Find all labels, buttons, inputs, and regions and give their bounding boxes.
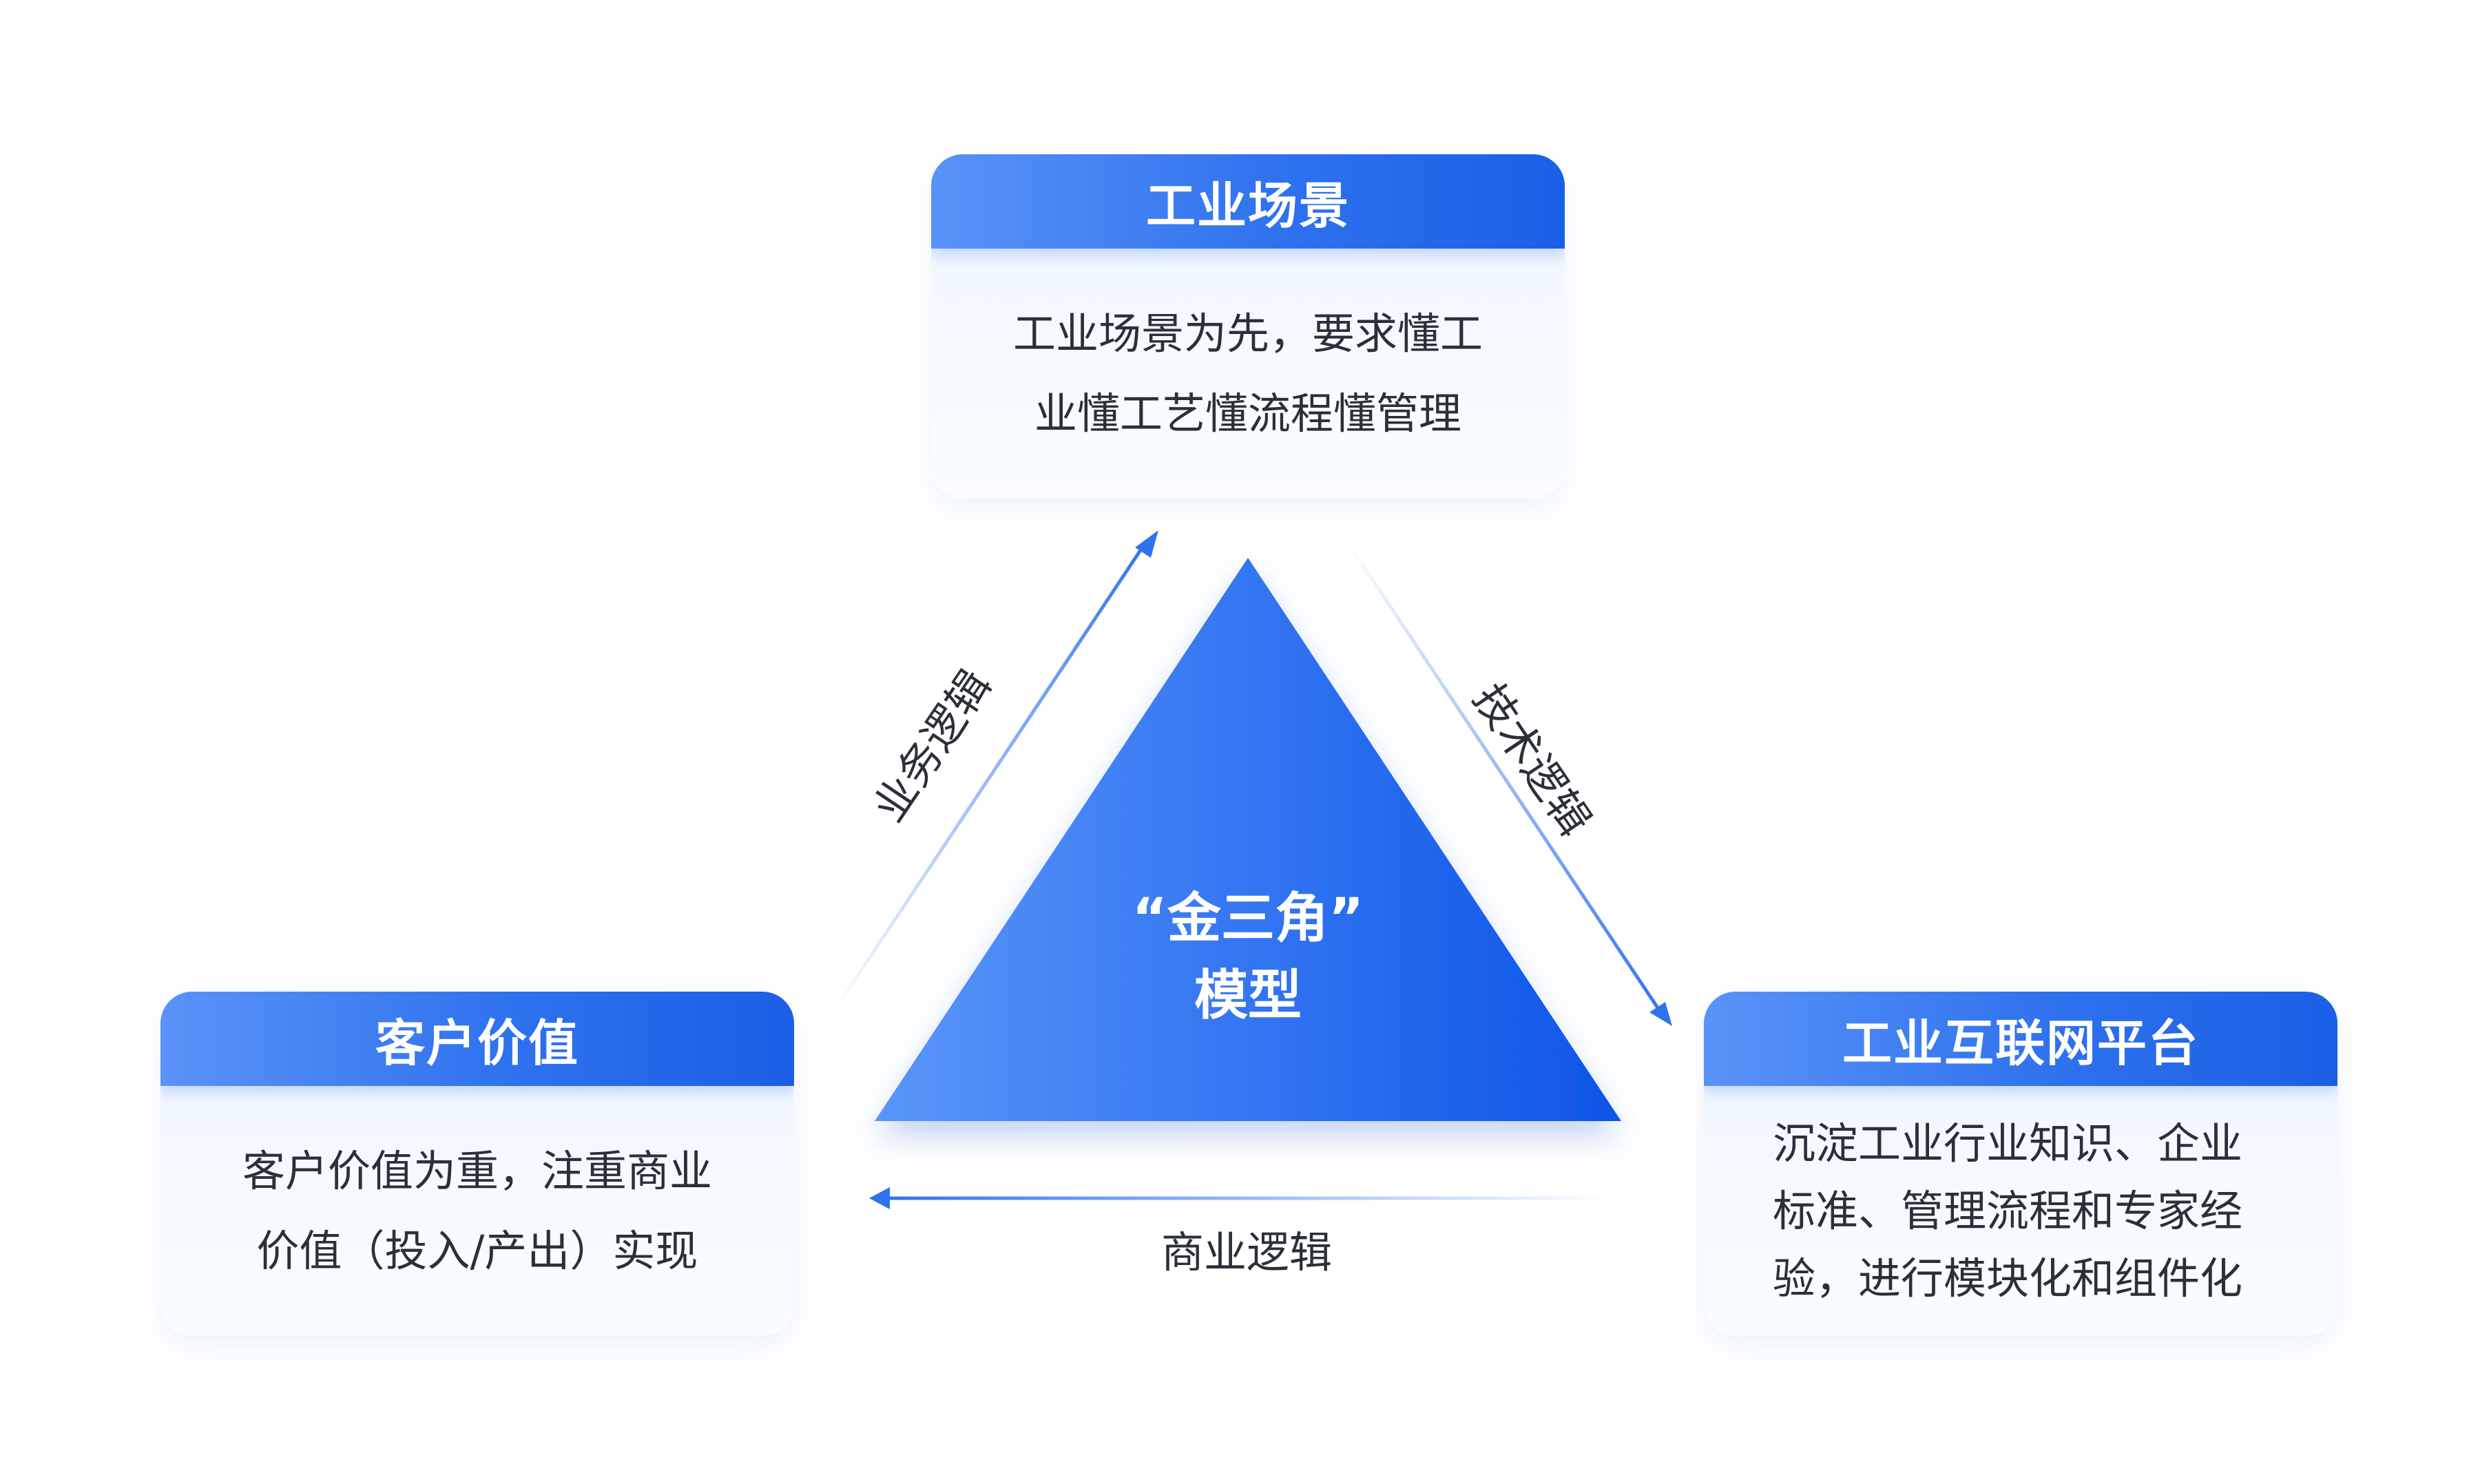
industrial-scene-title: 工业场景 bbox=[931, 154, 1565, 249]
customer-value-box: 客户价值 客户价值为重，注重商业 价值（投入/产出）实现 bbox=[160, 992, 794, 1336]
customer-value-body: 客户价值为重，注重商业 价值（投入/产出）实现 bbox=[160, 1086, 794, 1336]
industrial-scene-box: 工业场景 工业场景为先，要求懂工 业懂工艺懂流程懂管理 bbox=[931, 154, 1565, 499]
platform-line-2: 标准、管理流程和专家经 bbox=[1773, 1185, 2243, 1236]
customer-value-line-2: 价值（投入/产出）实现 bbox=[256, 1225, 698, 1276]
center-label: “金三角” 模型 bbox=[1076, 880, 1420, 1034]
center-triangle bbox=[875, 558, 1621, 1121]
commercial-logic-label: 商业逻辑 bbox=[1161, 1227, 1333, 1277]
customer-value-line-1: 客户价值为重，注重商业 bbox=[242, 1145, 712, 1196]
industrial-scene-body: 工业场景为先，要求懂工 业懂工艺懂流程懂管理 bbox=[931, 249, 1565, 499]
center-label-line2: 模型 bbox=[1194, 965, 1302, 1027]
customer-value-title: 客户价值 bbox=[160, 992, 794, 1086]
business-arrow-line bbox=[831, 543, 1147, 1014]
industrial-scene-line-2: 业懂工艺懂流程懂管理 bbox=[1034, 388, 1461, 439]
technical-arrowhead bbox=[1649, 1002, 1672, 1026]
center-label-line1: “金三角” bbox=[1132, 888, 1364, 950]
platform-line-1: 沉淀工业行业知识、企业 bbox=[1773, 1118, 2243, 1169]
industrial-scene-line-1: 工业场景为先，要求懂工 bbox=[1012, 308, 1483, 359]
platform-line-3: 验，进行模块化和组件化 bbox=[1773, 1253, 2243, 1304]
industrial-internet-platform-title: 工业互联网平台 bbox=[1704, 992, 2337, 1086]
industrial-internet-platform-box: 工业互联网平台 沉淀工业行业知识、企业 标准、管理流程和专家经 验，进行模块化和… bbox=[1704, 992, 2337, 1336]
technical-arrow-line bbox=[1344, 539, 1660, 1010]
business-arrowhead bbox=[1135, 530, 1158, 558]
commercial-arrowhead bbox=[869, 1187, 890, 1209]
industrial-internet-platform-body: 沉淀工业行业知识、企业 标准、管理流程和专家经 验，进行模块化和组件化 bbox=[1704, 1086, 2337, 1336]
